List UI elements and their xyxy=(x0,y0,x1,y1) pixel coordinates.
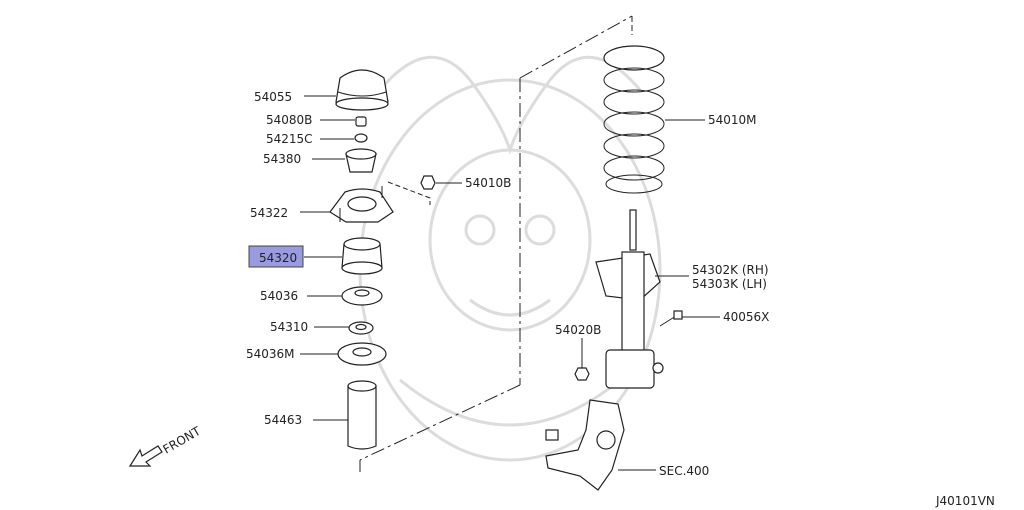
label-40056x[interactable]: 40056X xyxy=(723,310,769,324)
front-label: FRONT xyxy=(161,424,204,457)
label-54020b[interactable]: 54020B xyxy=(555,323,601,337)
part-54463-boot[interactable] xyxy=(347,380,377,450)
part-40056x-bolt[interactable] xyxy=(659,310,683,327)
label-54463[interactable]: 54463 xyxy=(264,413,302,427)
label-54215c[interactable]: 54215C xyxy=(266,132,313,146)
part-labels: 54055 54080B 54215C 54380 54322 54320 54… xyxy=(246,90,769,478)
label-54380[interactable]: 54380 xyxy=(263,152,301,166)
diagram-id: J40101VN xyxy=(935,494,995,508)
part-sec400-knuckle[interactable] xyxy=(545,399,625,491)
label-54310[interactable]: 54310 xyxy=(270,320,308,334)
part-54320-insulator[interactable] xyxy=(341,237,383,275)
part-54302k-strut[interactable] xyxy=(595,209,664,389)
label-54320[interactable]: 54320 xyxy=(259,251,297,265)
selected-part-highlight[interactable] xyxy=(248,245,304,268)
part-54080b-nut[interactable] xyxy=(355,116,367,127)
label-54010m[interactable]: 54010M xyxy=(708,113,757,127)
label-54322[interactable]: 54322 xyxy=(250,206,288,220)
label-sec400[interactable]: SEC.400 xyxy=(659,464,709,478)
part-54322-mount[interactable] xyxy=(329,186,394,223)
front-arrow-icon xyxy=(128,445,163,467)
part-54055-cap[interactable] xyxy=(335,69,389,111)
label-54055[interactable]: 54055 xyxy=(254,90,292,104)
label-54010b[interactable]: 54010B xyxy=(465,176,511,190)
front-direction-indicator: FRONT xyxy=(128,424,204,467)
label-54303k[interactable]: 54303K (LH) xyxy=(692,277,767,291)
part-54215c-washer[interactable] xyxy=(354,133,368,143)
part-54010b-nut[interactable] xyxy=(387,175,436,205)
leader-lines xyxy=(300,95,720,471)
label-54036[interactable]: 54036 xyxy=(260,289,298,303)
label-54302k[interactable]: 54302K (RH) xyxy=(692,263,769,277)
part-54380-bushing[interactable] xyxy=(345,148,377,173)
part-54010m-spring[interactable] xyxy=(603,45,665,194)
part-54036m-seat[interactable] xyxy=(337,342,387,366)
part-54020b-nut[interactable] xyxy=(574,367,590,381)
label-54080b[interactable]: 54080B xyxy=(266,113,312,127)
part-54310-bearing[interactable] xyxy=(348,321,374,335)
assembly-boundary xyxy=(359,15,633,472)
part-54036-seat[interactable] xyxy=(341,286,383,306)
label-54036m[interactable]: 54036M xyxy=(246,347,295,361)
